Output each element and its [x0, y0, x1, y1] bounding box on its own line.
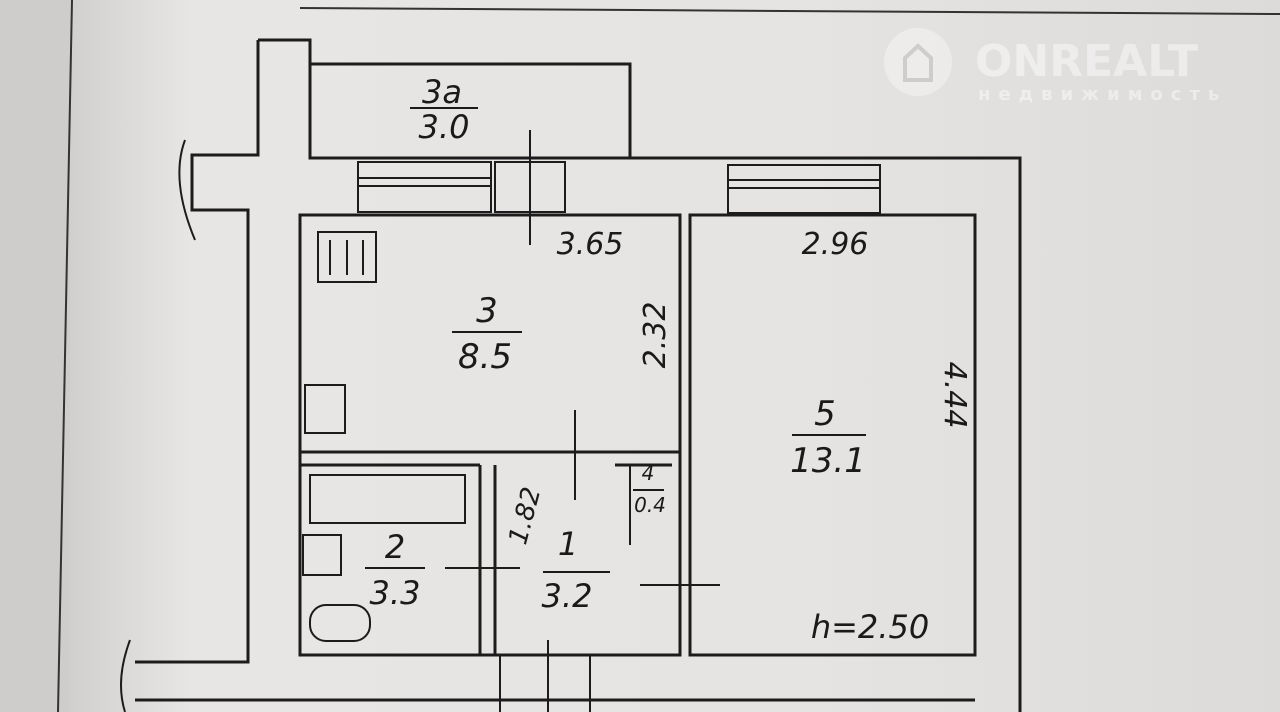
svg-text:недвижимость: недвижимость [978, 84, 1227, 105]
bathtub-icon [309, 474, 466, 524]
room-5-label: 5 13.1 [790, 394, 866, 481]
dim-room-depth: 4.44 [937, 362, 972, 429]
room-3-label: 3 8.5 [452, 291, 522, 377]
sheet-top-border [299, 7, 1280, 15]
svg-text:0.4: 0.4 [634, 493, 666, 517]
svg-text:8.5: 8.5 [458, 337, 512, 377]
svg-text:3.2: 3.2 [542, 577, 593, 615]
watermark-logo: ONREALT недвижимость [884, 28, 1227, 105]
fixtures [302, 231, 720, 642]
svg-text:ONREALT: ONREALT [975, 36, 1198, 87]
paper-sheet [70, 0, 1280, 712]
svg-text:1: 1 [558, 525, 578, 563]
svg-text:13.1: 13.1 [790, 441, 866, 481]
sheet-border [57, 0, 73, 712]
walls [120, 38, 1022, 712]
svg-text:3а: 3а [422, 73, 462, 111]
toilet-icon [309, 604, 371, 642]
stove-icon [317, 231, 377, 283]
dim-kitchen-width: 3.65 [557, 227, 624, 262]
ceiling-height: h=2.50 [811, 608, 929, 646]
svg-text:2: 2 [385, 528, 405, 566]
windows [357, 130, 881, 245]
svg-text:5: 5 [814, 394, 836, 434]
house-pin-icon [884, 28, 952, 96]
svg-text:3.3: 3.3 [370, 574, 421, 612]
room-1-label: 1 3.2 [542, 525, 610, 615]
room-3a-label: 3а 3.0 [410, 73, 478, 146]
svg-text:3: 3 [476, 291, 498, 331]
dim-kitchen-depth: 2.32 [638, 302, 673, 369]
room-2-label: 2 3.3 [365, 528, 425, 612]
washbasin-icon [302, 534, 342, 576]
dim-room-width: 2.96 [802, 227, 869, 262]
sink-icon [304, 384, 346, 434]
svg-text:4: 4 [642, 461, 655, 485]
svg-text:3.0: 3.0 [419, 108, 470, 146]
room-4-label: 4 0.4 [633, 461, 666, 517]
